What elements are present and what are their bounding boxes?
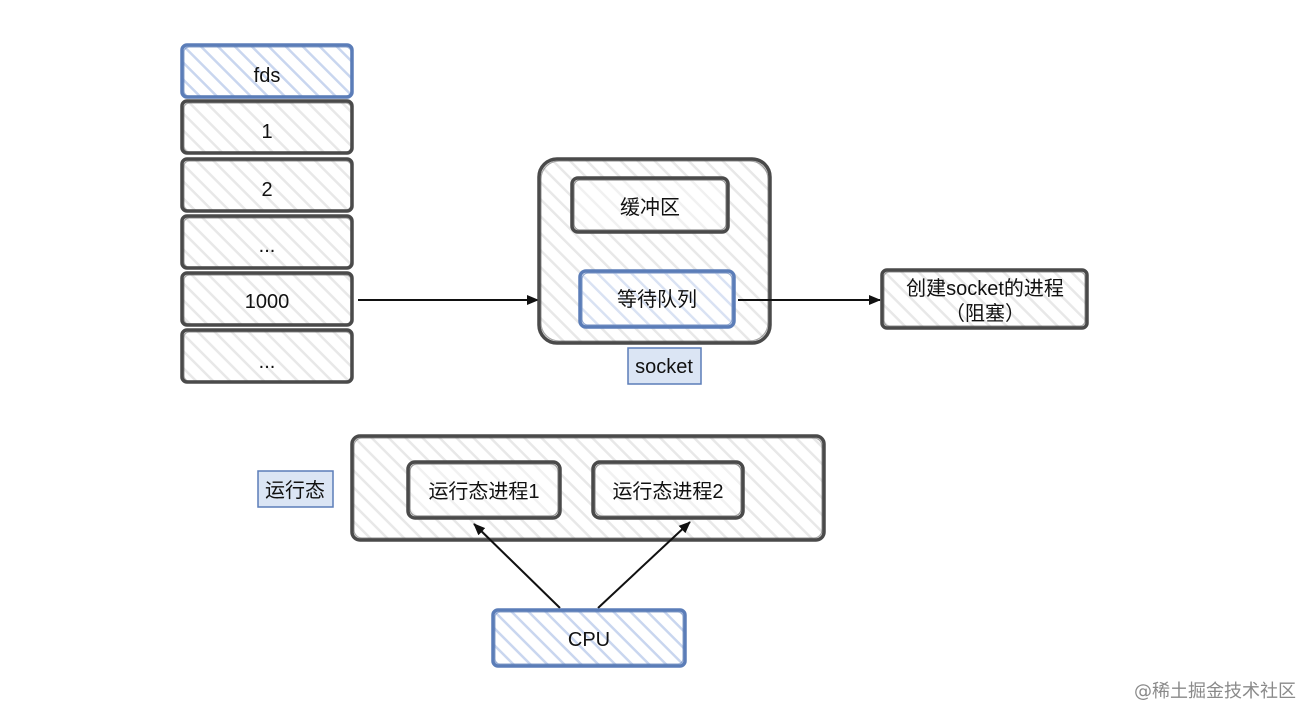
fds-header-cell: fds — [180, 43, 354, 99]
wait-queue-box: 等待队列 — [578, 269, 736, 329]
fds-row-5: ... — [180, 328, 354, 384]
fds-row-4: 1000 — [180, 271, 354, 327]
fds-row-label: ... — [259, 351, 276, 373]
wait-queue-label: 等待队列 — [617, 288, 697, 311]
run-state-tag-label: 运行态 — [265, 479, 325, 502]
fds-header-label: fds — [254, 65, 281, 87]
blocked-process-box: 创建socket的进程 （阻塞） — [880, 268, 1089, 330]
run-state-container: 运行态进程1 运行态进程2 — [350, 434, 826, 542]
cpu-label: CPU — [568, 629, 610, 651]
socket-container: 缓冲区 等待队列 — [537, 157, 772, 345]
blocked-process-line1: 创建socket的进程 — [906, 277, 1064, 300]
cpu-box: CPU — [491, 608, 687, 668]
run-process-1-box: 运行态进程1 — [406, 460, 562, 520]
fds-row-label: 1000 — [245, 291, 290, 313]
run-process-1-label: 运行态进程1 — [428, 480, 539, 503]
fds-row-label: 2 — [261, 179, 272, 201]
buffer-box: 缓冲区 — [570, 176, 730, 234]
run-process-2-box: 运行态进程2 — [591, 460, 745, 520]
fds-row-3: ... — [180, 214, 354, 270]
run-process-2-label: 运行态进程2 — [612, 480, 723, 503]
fds-row-2: 2 — [180, 157, 354, 213]
fds-row-label: 1 — [261, 121, 272, 143]
buffer-label: 缓冲区 — [620, 196, 680, 219]
fds-row-label: ... — [259, 235, 276, 257]
fds-column: fds 1 2 ... 1000 ... — [180, 43, 354, 384]
arrow-cpu-to-process-1 — [473, 523, 561, 609]
blocked-process-line2: （阻塞） — [945, 302, 1025, 325]
watermark-text: @稀土掘金技术社区 — [1134, 681, 1296, 702]
run-state-tag: 运行态 — [257, 470, 334, 508]
fds-row-1: 1 — [180, 99, 354, 155]
arrow-cpu-to-process-2 — [597, 521, 691, 609]
socket-tag: socket — [627, 347, 702, 385]
socket-tag-label: socket — [635, 356, 693, 378]
